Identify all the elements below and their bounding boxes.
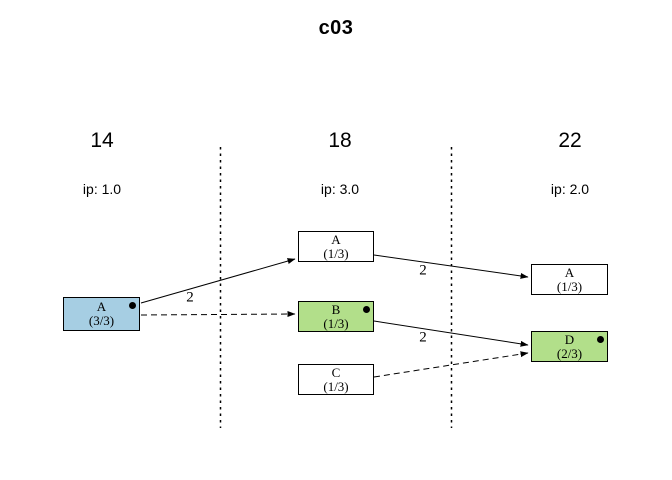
plot-title: c03 (318, 17, 354, 39)
node-count: (1/3) (323, 315, 349, 331)
edge-weight-label: 2 (419, 262, 427, 279)
dot-marker-icon (129, 302, 136, 309)
node-label: B (331, 301, 341, 317)
ip-label-18: ip: 3.0 (320, 181, 360, 197)
edge-A18-to-A22-solid (373, 254, 529, 279)
ip-label-22: ip: 2.0 (550, 181, 590, 197)
node-label: A (564, 264, 575, 280)
edge-B18-to-D22-solid (373, 320, 529, 347)
node-C-t18: C (1/3) (298, 364, 374, 395)
node-count: (1/3) (556, 278, 583, 294)
ip-label-14: ip: 1.0 (82, 181, 122, 197)
node-label: C (331, 364, 341, 380)
time-label-14: 14 (90, 129, 114, 152)
node-A-t18: A (1/3) (298, 231, 374, 262)
node-count: (2/3) (556, 345, 583, 361)
node-A-t14: A (3/3) (63, 297, 140, 331)
node-label: A (331, 231, 341, 247)
dot-marker-icon (363, 306, 370, 313)
node-D-t22: D (2/3) (531, 331, 608, 362)
edge-weight-label: 2 (419, 329, 427, 346)
node-B-t18: B (1/3) (298, 301, 374, 332)
node-label: A (96, 299, 107, 314)
node-A-t22: A (1/3) (531, 264, 608, 295)
time-label-18: 18 (328, 129, 352, 152)
node-count: (3/3) (88, 313, 115, 328)
edge-weight-label: 2 (186, 289, 194, 306)
time-label-22: 22 (558, 129, 582, 152)
node-label: D (564, 331, 575, 347)
edge-A14-to-B18-dashed (140, 311, 296, 318)
dot-marker-icon (597, 336, 604, 343)
edge-A14-to-A18-solid (140, 258, 296, 304)
node-count: (1/3) (323, 245, 349, 261)
edge-C18-to-D22-dashed (373, 351, 529, 378)
node-count: (1/3) (323, 378, 349, 394)
